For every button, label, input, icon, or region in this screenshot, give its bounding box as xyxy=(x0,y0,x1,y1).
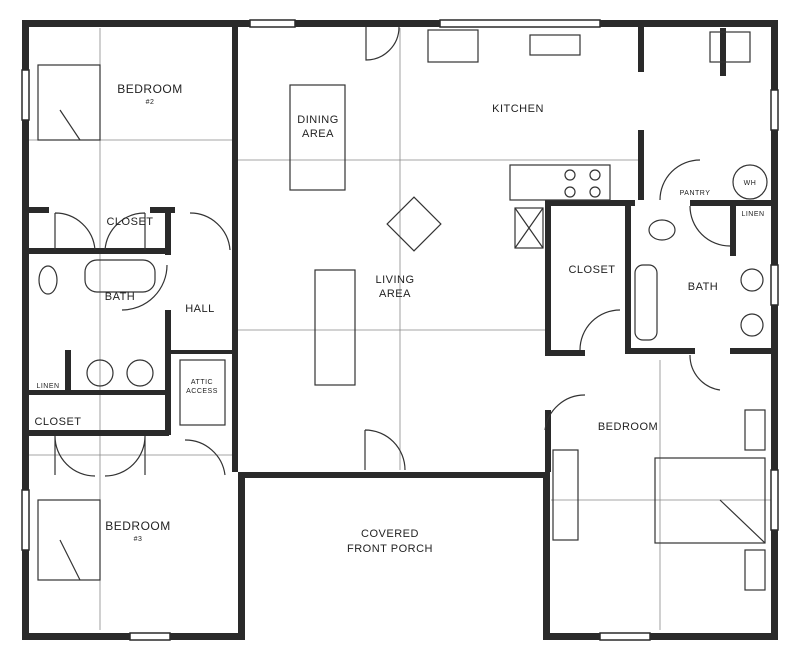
label-bedroom2-number: #2 xyxy=(146,99,155,106)
label-wh: WH xyxy=(744,180,757,187)
label-hall: HALL xyxy=(185,303,215,315)
label-bedroom2: BEDROOM xyxy=(117,82,183,96)
label-porch-1: COVERED xyxy=(361,528,419,540)
label-linen-right: LINEN xyxy=(741,211,764,218)
label-attic-1: ATTIC xyxy=(191,379,213,386)
label-porch-2: FRONT PORCH xyxy=(347,543,433,555)
room-labels: BEDROOM #2 DINING AREA KITCHEN CLOSET BA… xyxy=(34,82,764,555)
label-closet-right: CLOSET xyxy=(568,264,615,276)
label-bedroom3: BEDROOM xyxy=(105,519,171,533)
exterior-walls xyxy=(21,19,779,641)
label-dining-1: DINING xyxy=(297,114,339,126)
interior-walls xyxy=(29,27,772,472)
label-attic-2: ACCESS xyxy=(186,388,218,395)
label-bath-left: BATH xyxy=(105,291,136,303)
label-closet-left-top: CLOSET xyxy=(106,216,153,228)
label-dining-2: AREA xyxy=(302,128,334,140)
label-living-1: LIVING xyxy=(375,274,414,286)
label-bedroom3-number: #3 xyxy=(134,536,143,543)
label-closet-left-bottom: CLOSET xyxy=(34,416,81,428)
doors xyxy=(54,26,731,477)
label-living-2: AREA xyxy=(379,288,411,300)
label-bedroom-master: BEDROOM xyxy=(598,421,658,433)
label-kitchen: KITCHEN xyxy=(492,103,544,115)
label-linen-left: LINEN xyxy=(36,383,59,390)
fixtures xyxy=(37,29,768,591)
label-bath-right: BATH xyxy=(688,281,719,293)
label-pantry: PANTRY xyxy=(680,190,711,197)
